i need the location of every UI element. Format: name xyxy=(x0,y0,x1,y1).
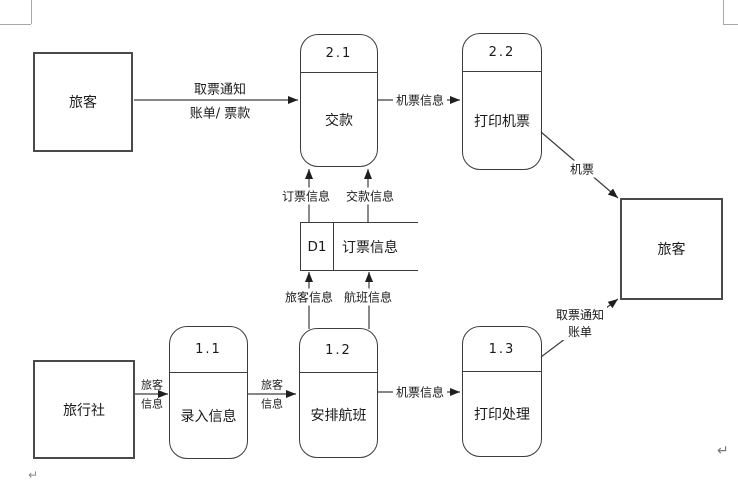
margin-corner-mark-top-right xyxy=(723,0,724,24)
flow-label-line: 信息 xyxy=(261,397,283,411)
process-2-1-pay[interactable]: 2.1 交款 xyxy=(300,34,378,167)
paragraph-mark-icon: ↵ xyxy=(28,468,39,481)
process-1-3-print-handle[interactable]: 1.3 打印处理 xyxy=(462,326,542,457)
entity-passenger-left[interactable]: 旅客 xyxy=(33,52,133,152)
process-label: 录入信息 xyxy=(180,408,237,425)
process-number: 1.3 xyxy=(463,327,541,372)
datastore-code: D1 xyxy=(301,223,334,270)
flow-label-line: 旅客 xyxy=(141,378,163,392)
process-number: 1.1 xyxy=(170,327,247,373)
flow-label-line: 取票通知 xyxy=(193,82,247,98)
entity-label: 旅客 xyxy=(657,242,686,258)
flow-label-passenger-info-1: 旅客 信息 xyxy=(141,377,163,412)
flow-label-passenger-info-2: 旅客 信息 xyxy=(261,377,283,412)
process-label: 打印处理 xyxy=(474,407,530,423)
process-2-2-print-ticket[interactable]: 2.2 打印机票 xyxy=(462,33,542,170)
margin-corner-mark-top-right xyxy=(723,24,738,25)
process-number: 2.2 xyxy=(463,34,541,72)
entity-label: 旅客 xyxy=(69,95,97,111)
datastore-d1-booking-info[interactable]: D1 订票信息 xyxy=(300,222,418,271)
flow-label-flight-info: 航班信息 xyxy=(340,288,396,306)
flow-label-line: 账单 xyxy=(567,325,593,339)
flow-label-pickup-notice-top: 取票通知 账单/ 票款 xyxy=(190,79,251,122)
process-1-2-arrange-flight[interactable]: 1.2 安排航班 xyxy=(299,328,378,458)
flow-label-ticket-info-top: 机票信息 xyxy=(392,91,448,109)
process-number: 2.1 xyxy=(301,35,377,73)
process-label: 打印机票 xyxy=(474,113,530,130)
flow-label-line: 账单/ 票款 xyxy=(189,106,251,122)
flow-label-booking-info: 订票信息 xyxy=(278,187,334,205)
flow-label-passenger-info-store: 旅客信息 xyxy=(281,288,337,306)
process-number: 1.2 xyxy=(300,329,377,373)
flow-label-ticket-info-bottom: 机票信息 xyxy=(392,383,448,401)
margin-corner-mark-top-left xyxy=(0,24,31,25)
process-label: 交款 xyxy=(325,112,353,129)
entity-passenger-right[interactable]: 旅客 xyxy=(620,198,723,300)
flow-label-payment-info: 交款信息 xyxy=(342,187,398,205)
margin-corner-mark-top-left xyxy=(31,0,32,24)
process-1-1-enter-info[interactable]: 1.1 录入信息 xyxy=(169,326,248,459)
flow-label-ticket: 机票 xyxy=(566,160,598,178)
paragraph-mark-icon: ↵ xyxy=(717,443,729,459)
entity-travel-agency[interactable]: 旅行社 xyxy=(33,360,135,459)
flow-label-line: 信息 xyxy=(141,397,163,411)
datastore-label: 订票信息 xyxy=(342,239,398,256)
entity-label: 旅行社 xyxy=(63,402,105,419)
flow-label-line: 取票通知 xyxy=(555,308,605,322)
flow-label-pickup-notice-bottom: 取票通知 账单 xyxy=(552,306,608,340)
flow-label-line: 旅客 xyxy=(261,378,283,392)
process-label: 安排航班 xyxy=(310,408,367,424)
